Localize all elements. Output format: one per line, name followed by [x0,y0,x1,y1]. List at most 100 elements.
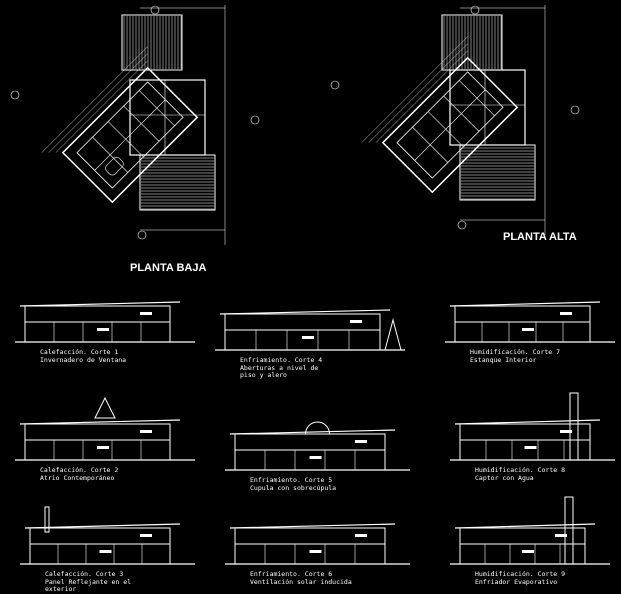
furniture [524,446,537,449]
furniture [560,430,572,433]
roof-line [454,419,601,425]
section-3 [445,301,615,343]
caption-line1: Humidificación. Corte 9 [475,570,566,578]
caption-line1: Enfriamiento. Corte 5 [250,476,333,484]
house-core [129,79,206,156]
building-outline [24,305,171,343]
car [105,156,124,176]
roof-line [449,301,601,307]
building-outline [234,433,386,471]
furniture [522,550,534,553]
section-1 [15,301,195,343]
caption-line1: Calefacción. Corte 1 [40,348,119,356]
building-outline [459,527,586,565]
building-outline [459,423,591,461]
section-8 [225,523,410,565]
partition [76,152,113,189]
axis-marker [137,230,147,240]
caption-line2: Captor con Agua [475,473,534,482]
reflective-panel [44,506,50,533]
house-core [449,69,526,146]
caption-line2: Estanque Interior [470,355,537,364]
dimension-line [361,36,468,143]
caption-line2: Enfriador Evaporativo [475,577,558,586]
caption-line1: Enfriamiento. Corte 4 [240,356,323,364]
captor-tower [569,392,579,461]
furniture [140,534,152,537]
dome [305,421,330,435]
furniture [309,550,322,553]
captor-tower [564,496,574,565]
furniture [140,312,152,315]
caption-line1: Calefacción. Corte 3 [45,570,124,578]
building-outline [29,527,171,565]
caption-line2: Aberturas a nivel de [240,363,319,372]
furniture [355,534,367,537]
section-2 [215,309,405,351]
furniture [355,440,367,443]
tree [384,318,402,351]
section-6 [450,392,615,461]
roof-bottom [139,154,216,211]
building-sections [15,301,615,565]
roof-line [229,523,396,529]
axis-marker [250,115,260,125]
furniture [555,534,567,537]
axis-marker [150,5,160,15]
atrium [94,396,116,419]
roof-line [219,309,391,315]
plan-title-upper: PLANTA ALTA [503,231,577,243]
roof-top [121,14,183,71]
roof-line [19,301,181,307]
rotated-plan [361,36,519,194]
roof-outline [121,14,183,71]
furniture [97,328,109,331]
caption-line2: Invernadero de Ventana [40,355,127,364]
caption-line2: Panel Reflejante en el [45,577,132,586]
dimension-line [48,53,148,153]
roof-line [24,523,181,529]
furniture [560,312,572,315]
wall-outline [381,56,519,194]
caption-line1: Humidificación. Corte 7 [470,348,561,356]
furniture [302,336,314,339]
roof-line [454,523,596,529]
wall-outline [61,66,199,204]
roof-top [441,14,503,71]
roof-line [19,419,181,425]
axis-marker [10,90,20,100]
caption-line2: Cupula con sobrecúpula [250,483,337,492]
section-4 [15,396,195,461]
furniture [99,550,112,553]
furniture [140,430,152,433]
plan-title-ground: PLANTA BAJA [130,262,207,274]
dimension-line [368,43,468,143]
dimension-line [55,60,148,153]
caption-line1: Humidificación. Corte 8 [475,466,566,474]
caption-line1: Enfriamiento. Corte 6 [250,570,333,578]
axis-marker [470,5,480,15]
axis-marker [457,220,467,230]
dimension-line [41,46,148,153]
caption-line3: exterior [45,585,77,593]
caption-line2: Ventilación solar inducida [250,577,352,586]
caption-line2: Atrio Contemporáneo [40,473,115,482]
furniture [309,456,322,459]
furniture [522,328,534,331]
building-outline [24,423,171,461]
roof-line [229,429,396,435]
furniture [350,320,362,323]
axis-marker [570,105,580,115]
dimension-line [375,50,468,143]
caption-line3: piso y alero [240,371,287,379]
